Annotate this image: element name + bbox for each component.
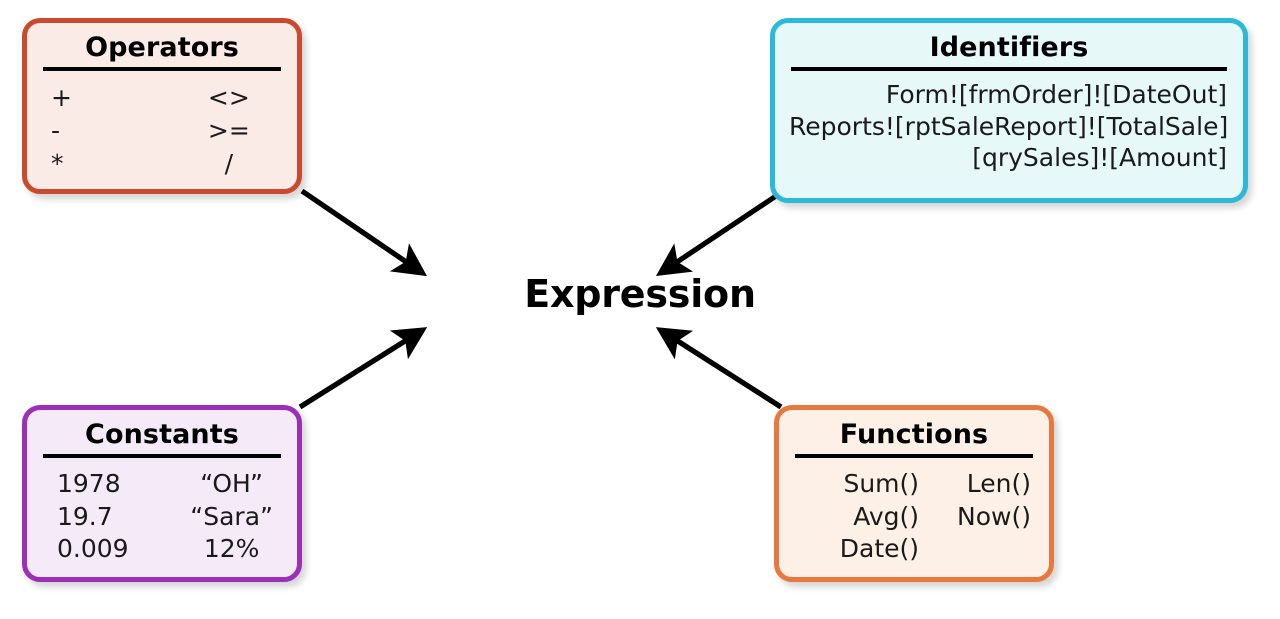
- operators-divider: [43, 67, 281, 72]
- constants-box: Constants 1978 19.7 0.009 “OH” “Sara” 12…: [22, 405, 302, 582]
- constants-item: “OH”: [200, 469, 263, 499]
- functions-item: Len(): [966, 469, 1031, 499]
- arrow-identifiers-to-expression: [655, 193, 778, 277]
- functions-left-column: Sum() Avg() Date(): [793, 468, 929, 566]
- operators-item: /: [224, 149, 234, 179]
- functions-body: Sum() Avg() Date() Len() Now(): [793, 466, 1035, 566]
- operators-item: -: [51, 116, 61, 146]
- functions-item: Now(): [957, 501, 1031, 531]
- arrow-constants-to-expression: [298, 327, 428, 410]
- identifiers-item: [qrySales]![Amount]: [972, 143, 1227, 173]
- constants-item: 1978: [57, 469, 121, 499]
- functions-item: Date(): [839, 534, 920, 564]
- constants-right-column: “OH” “Sara” 12%: [180, 468, 283, 566]
- constants-body: 1978 19.7 0.009 “OH” “Sara” 12%: [41, 466, 283, 566]
- identifiers-divider: [791, 67, 1227, 72]
- constants-item: 12%: [203, 534, 260, 564]
- constants-divider: [43, 454, 281, 459]
- identifiers-item: Reports![rptSaleReport]![TotalSale]: [789, 111, 1229, 141]
- operators-body: + - * <> >= /: [41, 79, 283, 180]
- operators-item: >=: [207, 116, 250, 146]
- identifiers-title: Identifiers: [929, 32, 1089, 63]
- functions-item: Sum(): [843, 469, 920, 499]
- functions-divider: [795, 454, 1033, 459]
- identifiers-item: Form![frmOrder]![DateOut]: [885, 80, 1227, 110]
- operators-left-column: + - *: [41, 81, 175, 180]
- operators-item: <>: [207, 83, 250, 113]
- center-expression-label: Expression: [524, 272, 756, 316]
- functions-title: Functions: [839, 419, 989, 450]
- identifiers-body: Form![frmOrder]![DateOut] Reports![rptSa…: [789, 79, 1229, 174]
- operators-item: +: [51, 83, 72, 113]
- constants-left-column: 1978 19.7 0.009: [41, 468, 180, 566]
- constants-item: “Sara”: [190, 501, 273, 531]
- operators-title: Operators: [85, 32, 239, 63]
- functions-box: Functions Sum() Avg() Date() Len() Now(): [774, 405, 1054, 582]
- functions-right-column: Len() Now(): [929, 468, 1035, 566]
- constants-item: 19.7: [57, 501, 113, 531]
- arrow-operators-to-expression: [300, 188, 428, 277]
- operators-item: *: [51, 149, 64, 179]
- functions-item: Avg(): [853, 501, 920, 531]
- operators-box: Operators + - * <> >= /: [22, 18, 302, 194]
- constants-item: 0.009: [57, 534, 129, 564]
- identifiers-box: Identifiers Form![frmOrder]![DateOut] Re…: [770, 18, 1248, 203]
- constants-title: Constants: [85, 419, 239, 450]
- operators-right-column: <> >= /: [175, 81, 283, 180]
- arrow-functions-to-expression: [655, 327, 783, 410]
